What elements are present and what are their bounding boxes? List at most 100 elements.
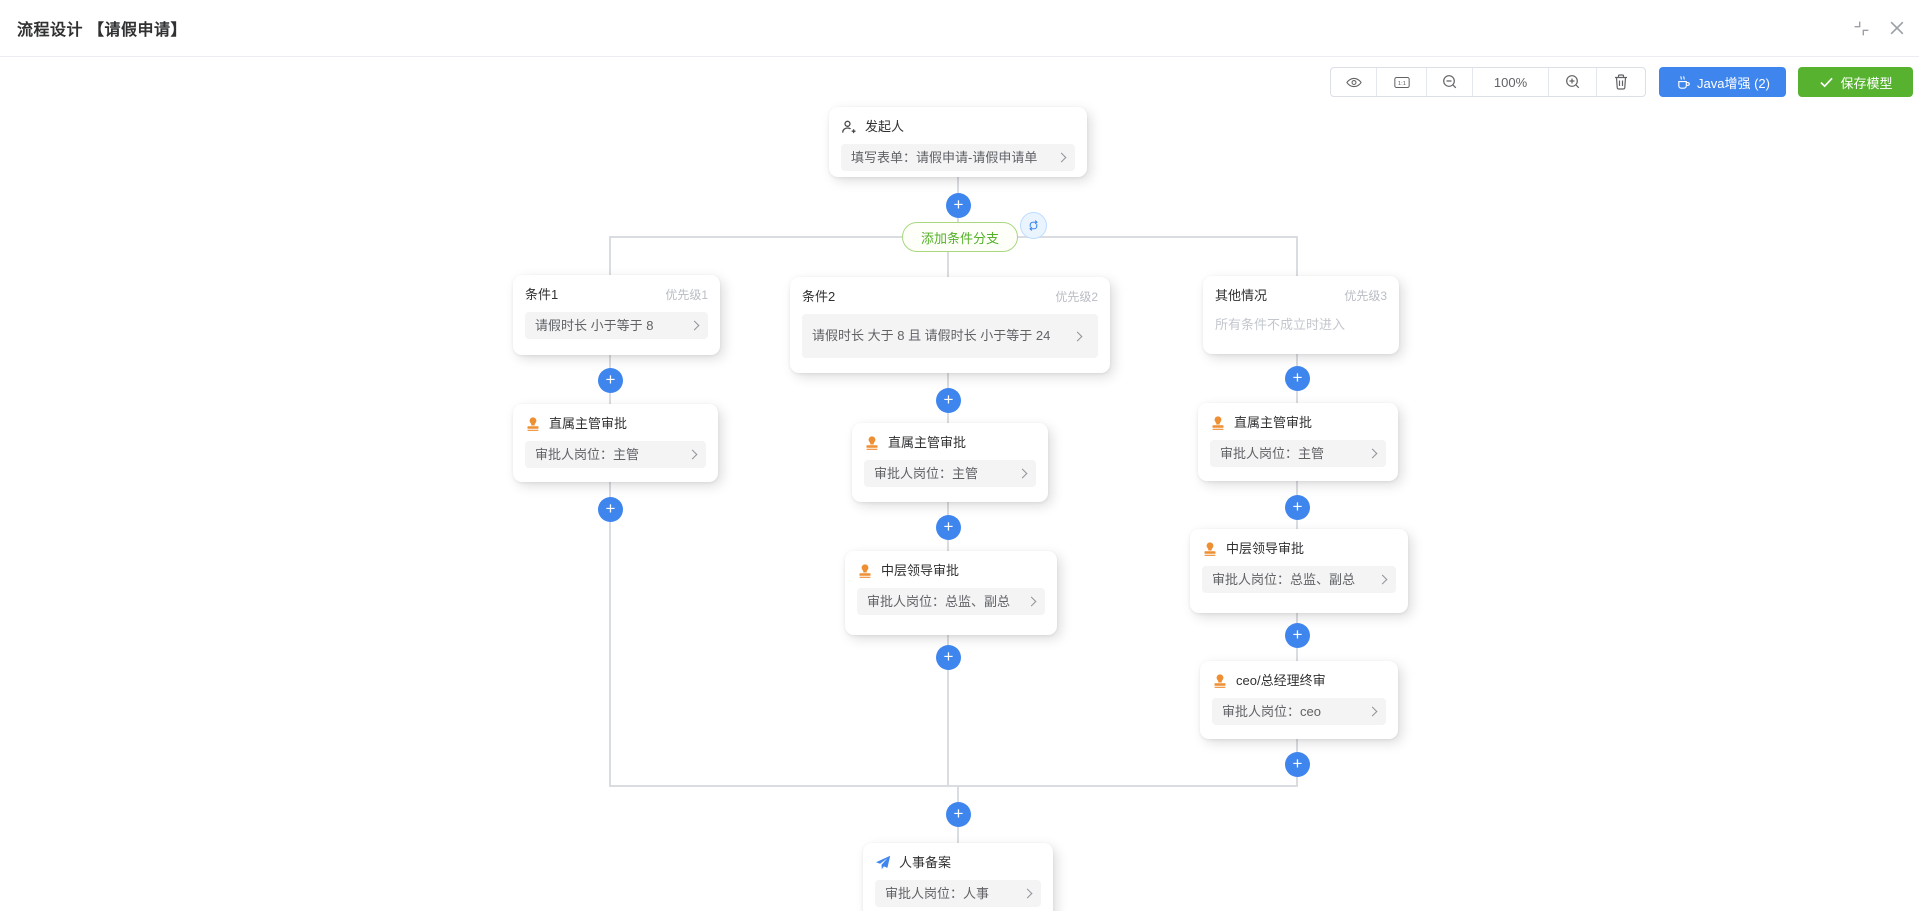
eye-icon (1345, 74, 1362, 90)
node-title: 中层领导审批 (881, 563, 960, 578)
refresh-icon (1026, 218, 1042, 234)
add-node-button[interactable] (936, 388, 961, 413)
node-config-text: 填写表单：请假申请-请假申请单 (851, 149, 1038, 165)
fit-view-button[interactable]: 1:1 (1377, 68, 1427, 96)
header-bar: 流程设计 【请假申请】 (0, 0, 1919, 57)
node-config-text: 审批人岗位：主管 (1220, 445, 1325, 461)
compress-icon[interactable] (1851, 18, 1871, 38)
approval-node-left-1[interactable]: 直属主管审批 审批人岗位：主管 (513, 404, 718, 482)
svg-text:1:1: 1:1 (1397, 81, 1405, 87)
node-title: 直属主管审批 (549, 416, 628, 431)
paper-plane-icon (875, 855, 891, 871)
node-title: 人事备案 (899, 855, 952, 870)
java-enhance-label: Java增强 (2) (1697, 75, 1770, 91)
node-config-text: 审批人岗位：总监、副总 (1212, 571, 1356, 587)
page-title: 流程设计 【请假申请】 (17, 22, 187, 39)
approval-node-right-3[interactable]: ceo/总经理终审 审批人岗位：ceo (1200, 661, 1398, 739)
check-icon (1818, 74, 1834, 90)
priority-label: 优先级2 (1055, 290, 1098, 304)
connector-line (947, 236, 949, 787)
condition-expression-row[interactable]: 请假时长 小于等于 8 (525, 312, 708, 339)
add-node-button[interactable] (936, 515, 961, 540)
stamp-icon (857, 563, 873, 579)
chevron-right-icon (1017, 468, 1028, 479)
add-condition-branch-button[interactable]: 添加条件分支 (902, 222, 1018, 252)
condition-node-2[interactable]: 条件2 优先级2 请假时长 大于 8 且 请假时长 小于等于 24 (790, 277, 1110, 373)
condition-expression: 请假时长 小于等于 8 (535, 317, 654, 333)
chevron-right-icon (1056, 152, 1067, 163)
zoom-level-value: 100% (1493, 74, 1528, 90)
node-config-text: 审批人岗位：总监、副总 (867, 593, 1011, 609)
hr-record-node[interactable]: 人事备案 审批人岗位：人事 (863, 843, 1053, 911)
condition-expression: 请假时长 大于 8 且 请假时长 小于等于 24 (812, 328, 1051, 343)
add-node-button[interactable] (1285, 752, 1310, 777)
node-config-row[interactable]: 审批人岗位：主管 (864, 460, 1036, 487)
zoom-out-icon (1442, 74, 1458, 90)
delete-button[interactable] (1597, 68, 1645, 96)
add-node-button[interactable] (1285, 623, 1310, 648)
condition-expression-row[interactable]: 请假时长 大于 8 且 请假时长 小于等于 24 (802, 314, 1098, 358)
node-config-row[interactable]: 审批人岗位：总监、副总 (857, 588, 1045, 615)
one-to-one-icon: 1:1 (1393, 74, 1410, 90)
node-config-row[interactable]: 填写表单：请假申请-请假申请单 (841, 144, 1075, 171)
approval-node-mid-2[interactable]: 中层领导审批 审批人岗位：总监、副总 (845, 551, 1057, 635)
zoom-in-icon (1565, 74, 1581, 90)
node-config-row[interactable]: 审批人岗位：ceo (1212, 698, 1386, 725)
zoom-in-button[interactable] (1549, 68, 1597, 96)
approval-node-mid-1[interactable]: 直属主管审批 审批人岗位：主管 (852, 423, 1048, 502)
save-model-label: 保存模型 (1840, 75, 1893, 91)
node-config-text: 审批人岗位：人事 (885, 885, 990, 901)
add-node-button[interactable] (946, 802, 971, 827)
add-node-button[interactable] (598, 368, 623, 393)
add-node-button[interactable] (946, 193, 971, 218)
save-model-button[interactable]: 保存模型 (1798, 67, 1913, 97)
stamp-icon (1210, 415, 1226, 431)
chevron-right-icon (1022, 888, 1033, 899)
chevron-right-icon (1377, 574, 1388, 585)
priority-label: 优先级1 (665, 288, 708, 302)
java-enhance-button[interactable]: Java增强 (2) (1659, 67, 1786, 97)
chevron-right-icon (687, 449, 698, 460)
node-config-row[interactable]: 审批人岗位：主管 (1210, 440, 1386, 467)
chevron-right-icon (1026, 596, 1037, 607)
window-controls (1851, 0, 1907, 56)
chevron-right-icon (689, 320, 700, 331)
add-condition-branch-label: 添加条件分支 (920, 230, 999, 246)
node-config-row[interactable]: 审批人岗位：主管 (525, 441, 706, 468)
node-config-row[interactable]: 审批人岗位：人事 (875, 880, 1041, 907)
add-node-button[interactable] (936, 645, 961, 670)
approval-node-right-2[interactable]: 中层领导审批 审批人岗位：总监、副总 (1190, 529, 1408, 613)
node-title: 发起人 (865, 119, 905, 134)
node-title: 直属主管审批 (1234, 415, 1313, 430)
priority-label: 优先级3 (1344, 289, 1387, 303)
condition-title: 条件2 (802, 289, 836, 304)
approval-node-right-1[interactable]: 直属主管审批 审批人岗位：主管 (1198, 403, 1398, 481)
add-node-button[interactable] (1285, 495, 1310, 520)
condition-node-other[interactable]: 其他情况 优先级3 所有条件不成立时进入 (1203, 276, 1399, 354)
canvas-toolbar: 1:1 100% (1330, 67, 1646, 97)
preview-button[interactable] (1331, 68, 1377, 96)
trash-icon (1613, 74, 1629, 90)
refresh-branch-button[interactable] (1020, 212, 1047, 239)
condition-title: 条件1 (525, 287, 559, 302)
node-title: ceo/总经理终审 (1236, 673, 1326, 688)
stamp-icon (1212, 673, 1228, 689)
java-cup-icon (1675, 74, 1691, 90)
add-node-button[interactable] (598, 497, 623, 522)
close-icon[interactable] (1887, 18, 1907, 38)
stamp-icon (864, 435, 880, 451)
add-node-button[interactable] (1285, 366, 1310, 391)
condition-title: 其他情况 (1215, 288, 1268, 303)
zoom-out-button[interactable] (1427, 68, 1473, 96)
node-config-text: 审批人岗位：主管 (535, 446, 640, 462)
node-config-text: 审批人岗位：主管 (874, 465, 979, 481)
node-config-row[interactable]: 审批人岗位：总监、副总 (1202, 566, 1396, 593)
start-node[interactable]: 发起人 填写表单：请假申请-请假申请单 (829, 107, 1087, 177)
node-config-text: 审批人岗位：ceo (1222, 703, 1321, 719)
chevron-right-icon (1072, 331, 1083, 341)
node-title: 直属主管审批 (888, 435, 967, 450)
condition-node-1[interactable]: 条件1 优先级1 请假时长 小于等于 8 (513, 275, 720, 355)
chevron-right-icon (1367, 706, 1378, 717)
chevron-right-icon (1367, 448, 1378, 459)
